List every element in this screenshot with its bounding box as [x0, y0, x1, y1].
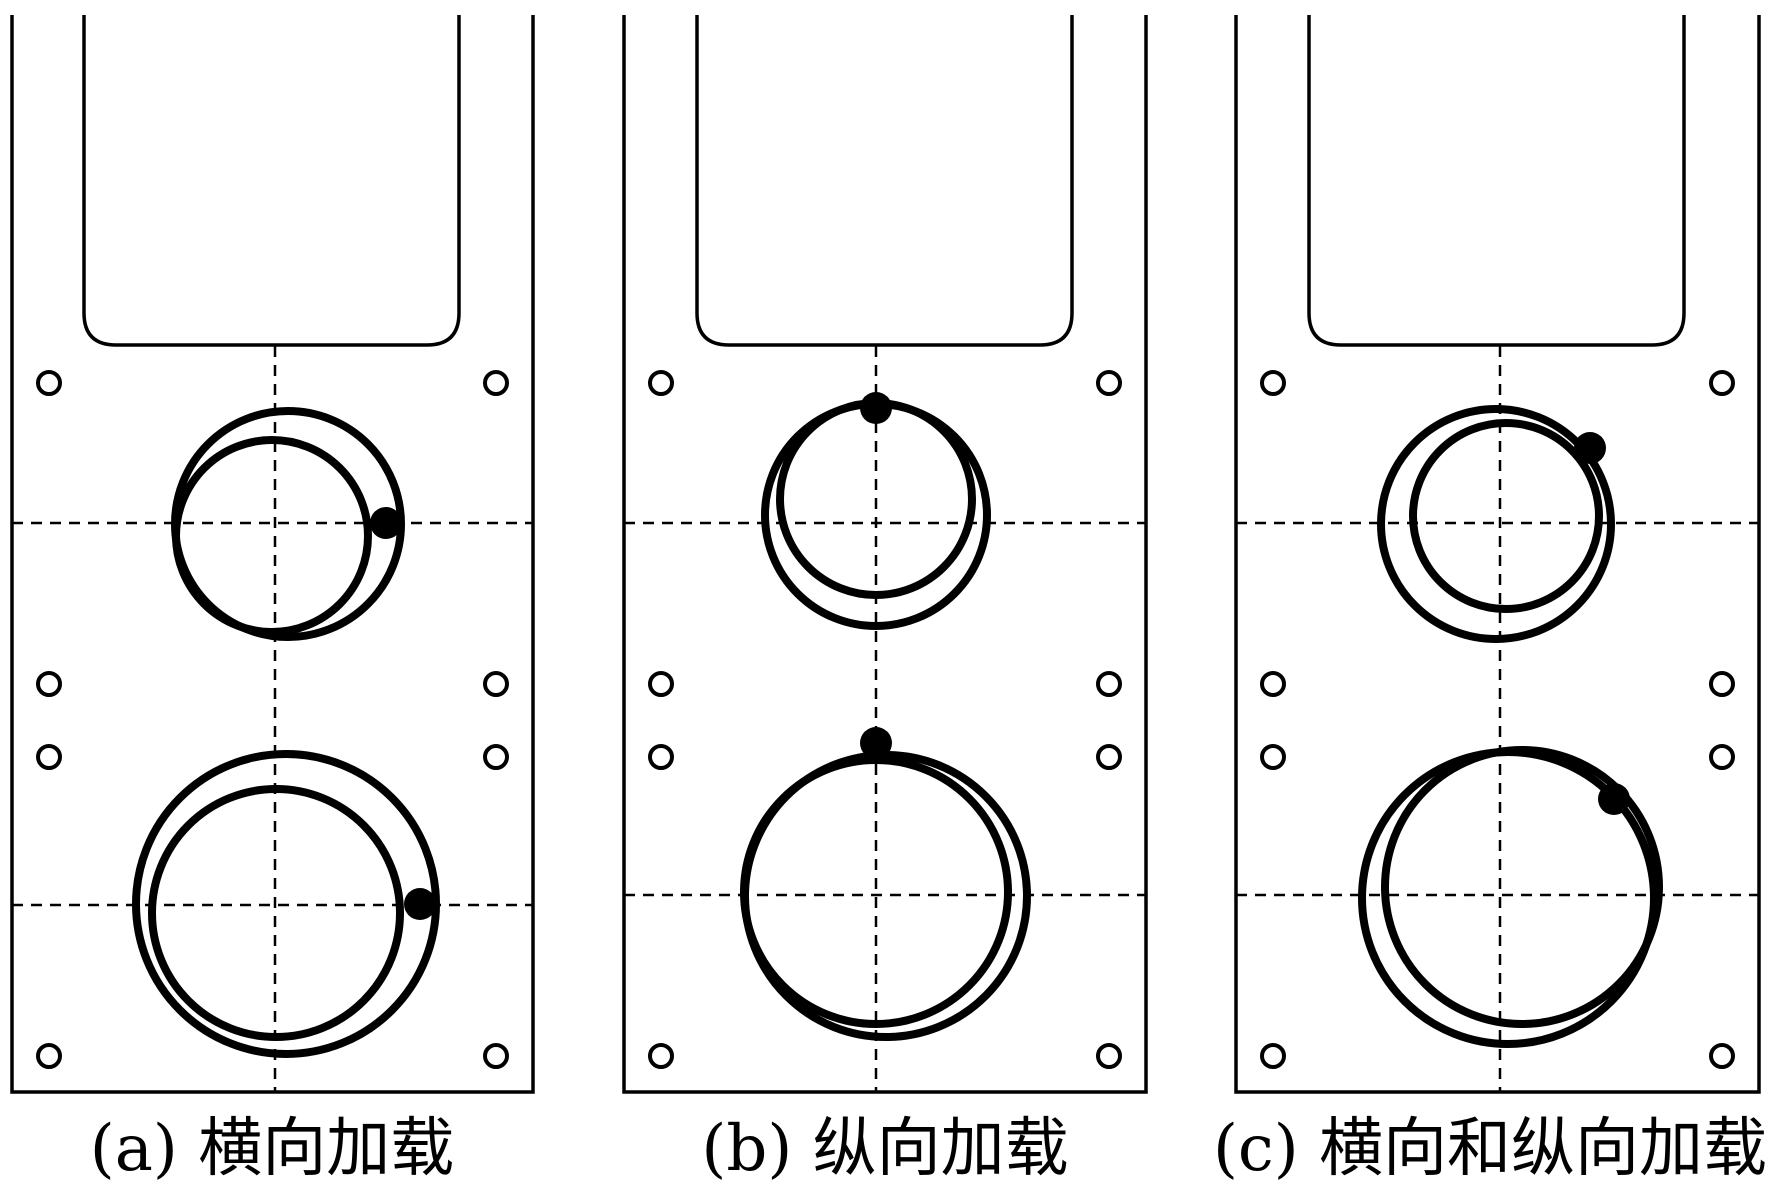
bolt-hole — [1260, 744, 1286, 770]
upper-ring-deformed — [172, 436, 372, 636]
top-tab — [1307, 15, 1686, 347]
lower-ring-deformed — [148, 785, 404, 1041]
plate-outline — [1234, 15, 1761, 1094]
upper-contact-point — [1574, 432, 1606, 464]
top-tab — [695, 15, 1074, 347]
panel-caption: (a) 横向加载 — [90, 1112, 454, 1186]
bolt-hole — [648, 1043, 674, 1069]
bolt-hole — [1709, 370, 1735, 396]
panel-c: (c) 横向和纵向加载 — [1213, 15, 1767, 1186]
upper-contact-point — [370, 507, 402, 539]
lower-contact-point — [404, 888, 436, 920]
plate-outline — [622, 15, 1148, 1094]
bolt-hole — [483, 744, 509, 770]
bolt-hole — [1260, 370, 1286, 396]
lower-ring-deformed — [740, 756, 1012, 1028]
bolt-hole — [1096, 671, 1122, 697]
bolt-hole — [36, 1043, 62, 1069]
bolt-hole — [483, 1043, 509, 1069]
bolt-hole — [1709, 1043, 1735, 1069]
bolt-hole — [1709, 671, 1735, 697]
bolt-hole — [1260, 1043, 1286, 1069]
bolt-hole — [483, 370, 509, 396]
bolt-hole — [1709, 744, 1735, 770]
lower-contact-point — [860, 727, 892, 759]
bolt-hole — [1096, 370, 1122, 396]
upper-contact-point — [860, 392, 892, 424]
upper-ring-original — [1377, 405, 1615, 643]
lower-ring-deformed — [1381, 746, 1663, 1028]
bolt-hole — [1260, 671, 1286, 697]
bolt-hole — [36, 671, 62, 697]
panel-caption: (b) 纵向加载 — [701, 1112, 1068, 1186]
plate-outline — [10, 15, 535, 1094]
bolt-hole — [648, 671, 674, 697]
bolt-hole — [1096, 744, 1122, 770]
top-tab — [82, 15, 461, 347]
bolt-hole — [36, 744, 62, 770]
bolt-hole — [648, 370, 674, 396]
panel-caption: (c) 横向和纵向加载 — [1213, 1112, 1767, 1186]
bolt-hole — [483, 671, 509, 697]
lower-contact-point — [1598, 783, 1630, 815]
bolt-hole — [1096, 1043, 1122, 1069]
panel-b: (b) 纵向加载 — [622, 15, 1148, 1186]
bolt-hole — [36, 370, 62, 396]
upper-ring-deformed — [1409, 419, 1603, 613]
panel-a: (a) 横向加载 — [10, 15, 535, 1186]
bolt-hole — [648, 744, 674, 770]
